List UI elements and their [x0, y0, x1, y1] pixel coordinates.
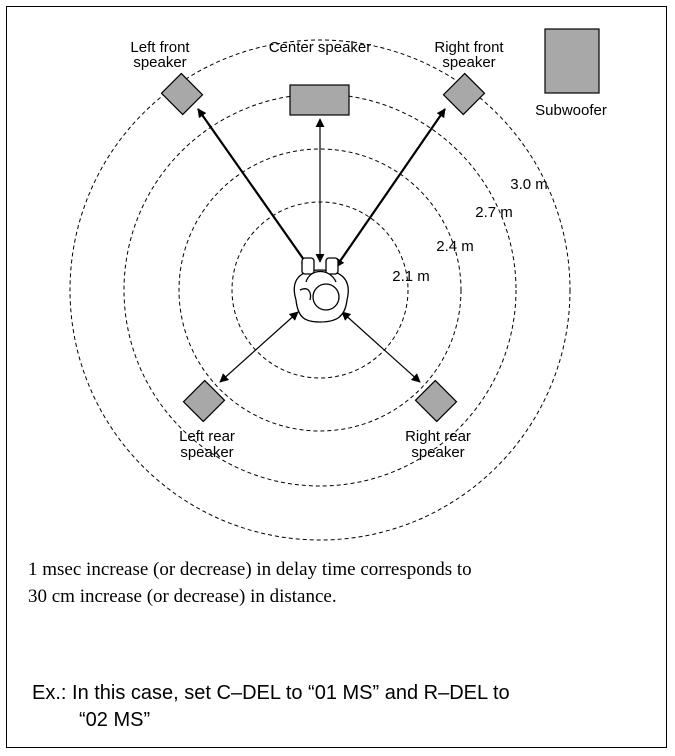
circle-3-0m	[69, 39, 571, 541]
circle-2-7m	[123, 93, 517, 487]
right-front-label-line2: speaker	[442, 54, 495, 71]
caption-line-1: 1 msec increase (or decrease) in delay t…	[28, 559, 472, 580]
example-line-2: “02 MS”	[79, 709, 151, 731]
circle-2-4m	[178, 148, 462, 432]
arrow-left-rear	[219, 311, 299, 383]
right-front-speaker-icon	[442, 72, 486, 116]
center-label: Center speaker	[269, 39, 372, 56]
left-front-label-line2: speaker	[133, 54, 186, 71]
distance-label-2-4m: 2.4 m	[436, 238, 474, 255]
right-rear-speaker-icon	[414, 379, 458, 423]
distance-label-2-7m: 2.7 m	[475, 204, 513, 221]
right-rear-label-line2: speaker	[411, 444, 464, 461]
example-note: Ex.: In this case, set C–DEL to “01 MS” …	[32, 680, 652, 734]
example-prefix: Ex.:	[32, 682, 73, 704]
subwoofer-icon	[544, 28, 600, 94]
left-front-label: Left front	[130, 39, 190, 56]
caption: 1 msec increase (or decrease) in delay t…	[28, 556, 648, 610]
arrow-left-front	[197, 108, 310, 268]
arrow-right-front	[335, 108, 446, 268]
right-front-label: Right front	[434, 39, 504, 56]
left-rear-label-line2: speaker	[180, 444, 233, 461]
right-rear-label: Right rear	[405, 428, 471, 445]
left-rear-label: Left rear	[179, 428, 235, 445]
distance-label-2-1m: 2.1 m	[392, 268, 430, 285]
center-speaker-icon	[289, 84, 350, 116]
distance-label-3-0m: 3.0 m	[510, 176, 548, 193]
example-line-1: In this case, set C–DEL to “01 MS” and R…	[72, 682, 510, 704]
listener-icon	[293, 257, 349, 323]
subwoofer-label: Subwoofer	[535, 102, 607, 119]
left-rear-speaker-icon	[182, 379, 226, 423]
left-front-speaker-icon	[160, 72, 204, 116]
caption-line-2: 30 cm increase (or decrease) in distance…	[28, 586, 337, 607]
arrow-right-rear	[341, 311, 421, 383]
